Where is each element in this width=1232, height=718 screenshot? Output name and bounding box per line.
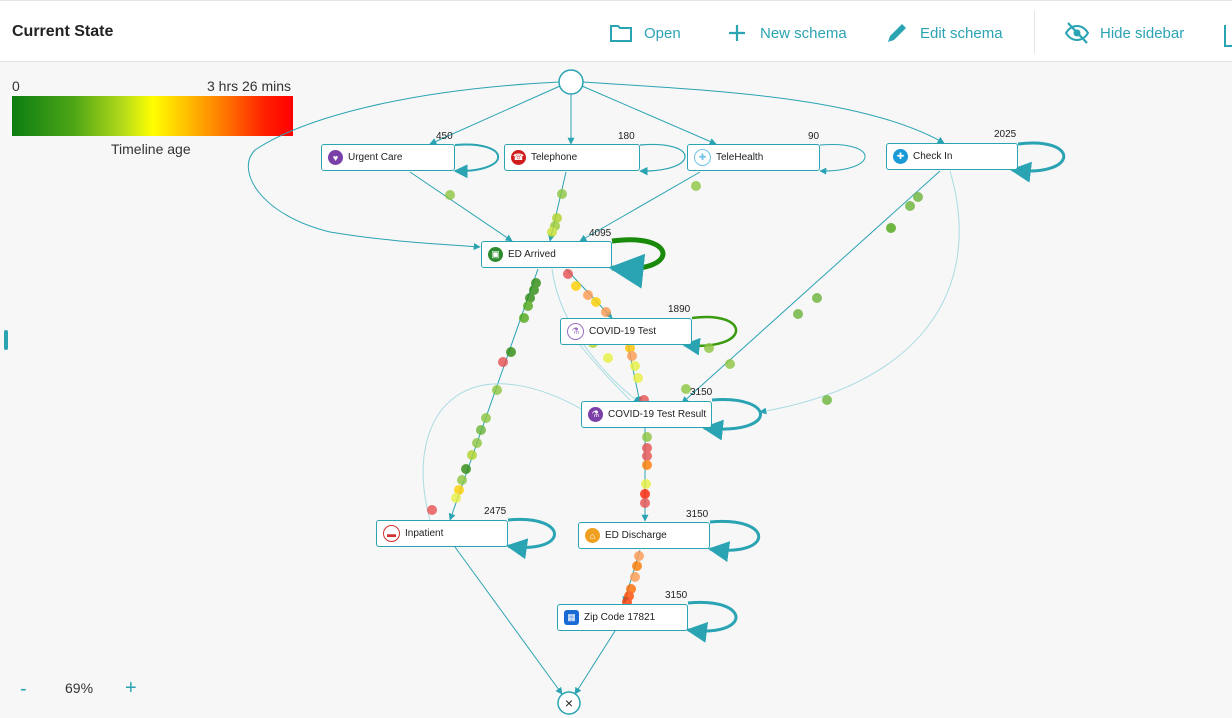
new-schema-label: New schema (760, 24, 847, 42)
plus-icon (729, 25, 745, 41)
open-label: Open (644, 24, 681, 42)
node-ed-discharge[interactable]: ⌂ ED Discharge (578, 522, 710, 549)
plus-icon: ✚ (893, 149, 908, 164)
heart-icon: ♥ (328, 150, 343, 165)
node-count: 2475 (484, 506, 507, 517)
node-telehealth[interactable]: ✚ TeleHealth (687, 144, 820, 171)
sidebar-handle[interactable] (4, 330, 8, 350)
edit-schema-button[interactable]: Edit schema (884, 19, 1003, 47)
node-telephone[interactable]: ☎ Telephone (504, 144, 640, 171)
zoom-in-button[interactable]: + (125, 677, 137, 699)
cross-icon: ✚ (694, 149, 711, 166)
legend-min: 0 (12, 78, 20, 94)
edit-schema-label: Edit schema (920, 24, 1003, 42)
node-label: ED Discharge (605, 530, 667, 541)
case-tokens (427, 181, 923, 607)
flask-icon: ⚗ (588, 407, 603, 422)
node-check-in[interactable]: ✚ Check In (886, 143, 1018, 170)
legend-gradient (12, 96, 293, 136)
node-count: 180 (618, 131, 635, 142)
legend-title: Timeline age (111, 141, 191, 157)
ambulance-icon: ▣ (488, 247, 503, 262)
zoom-out-button[interactable]: - (20, 678, 27, 700)
bed-icon: ▬ (383, 525, 400, 542)
node-label: COVID-19 Test Result (608, 409, 707, 420)
new-schema-button[interactable]: New schema (724, 19, 847, 47)
flask-icon: ⚗ (567, 323, 584, 340)
node-covid-test[interactable]: ⚗ COVID-19 Test (560, 318, 692, 345)
node-inpatient[interactable]: ▬ Inpatient (376, 520, 508, 547)
pencil-icon (888, 24, 906, 42)
toolbar-divider (1034, 11, 1035, 53)
node-count: 3150 (690, 387, 713, 398)
phone-icon: ☎ (511, 150, 526, 165)
node-ed-arrived[interactable]: ▣ ED Arrived (481, 241, 612, 268)
node-count: 90 (808, 131, 820, 142)
node-covid-test-result[interactable]: ⚗ COVID-19 Test Result (581, 401, 712, 428)
hospital-icon: ▦ (564, 610, 579, 625)
self-loops (453, 141, 1066, 643)
node-count: 3150 (665, 590, 688, 601)
node-label: ED Arrived (508, 249, 556, 260)
page-title: Current State (12, 23, 114, 40)
toolbar: Current State Open New schema Edit schem… (0, 0, 1232, 62)
node-count: 3150 (686, 509, 709, 520)
hide-sidebar-button[interactable]: Hide sidebar (1064, 19, 1184, 47)
node-label: Urgent Care (348, 152, 403, 163)
node-count: 2025 (994, 129, 1017, 140)
node-label: TeleHealth (716, 152, 764, 163)
export-icon[interactable] (1224, 25, 1232, 47)
start-node[interactable] (558, 69, 584, 95)
node-label: Zip Code 17821 (584, 612, 656, 623)
folder-icon (610, 25, 632, 42)
node-label: Inpatient (405, 528, 444, 539)
end-node[interactable] (557, 691, 581, 715)
legend-max: 3 hrs 26 mins (207, 78, 292, 94)
node-count: 450 (436, 131, 453, 142)
node-label: Check In (913, 151, 953, 162)
edges (247, 81, 960, 695)
node-count: 4095 (589, 228, 612, 239)
home-icon: ⌂ (585, 528, 600, 543)
eye-off-icon (1064, 22, 1090, 44)
end-marker: × (565, 695, 573, 711)
hide-sidebar-label: Hide sidebar (1100, 24, 1185, 42)
zoom-level: 69% (65, 680, 94, 696)
process-graph: × (247, 69, 1066, 715)
node-label: Telephone (531, 152, 578, 163)
node-count: 1890 (668, 304, 691, 315)
node-label: COVID-19 Test (589, 326, 657, 337)
node-urgent-care[interactable]: ♥ Urgent Care (321, 144, 455, 171)
node-zip-code[interactable]: ▦ Zip Code 17821 (557, 604, 688, 631)
open-button[interactable]: Open (608, 19, 681, 47)
